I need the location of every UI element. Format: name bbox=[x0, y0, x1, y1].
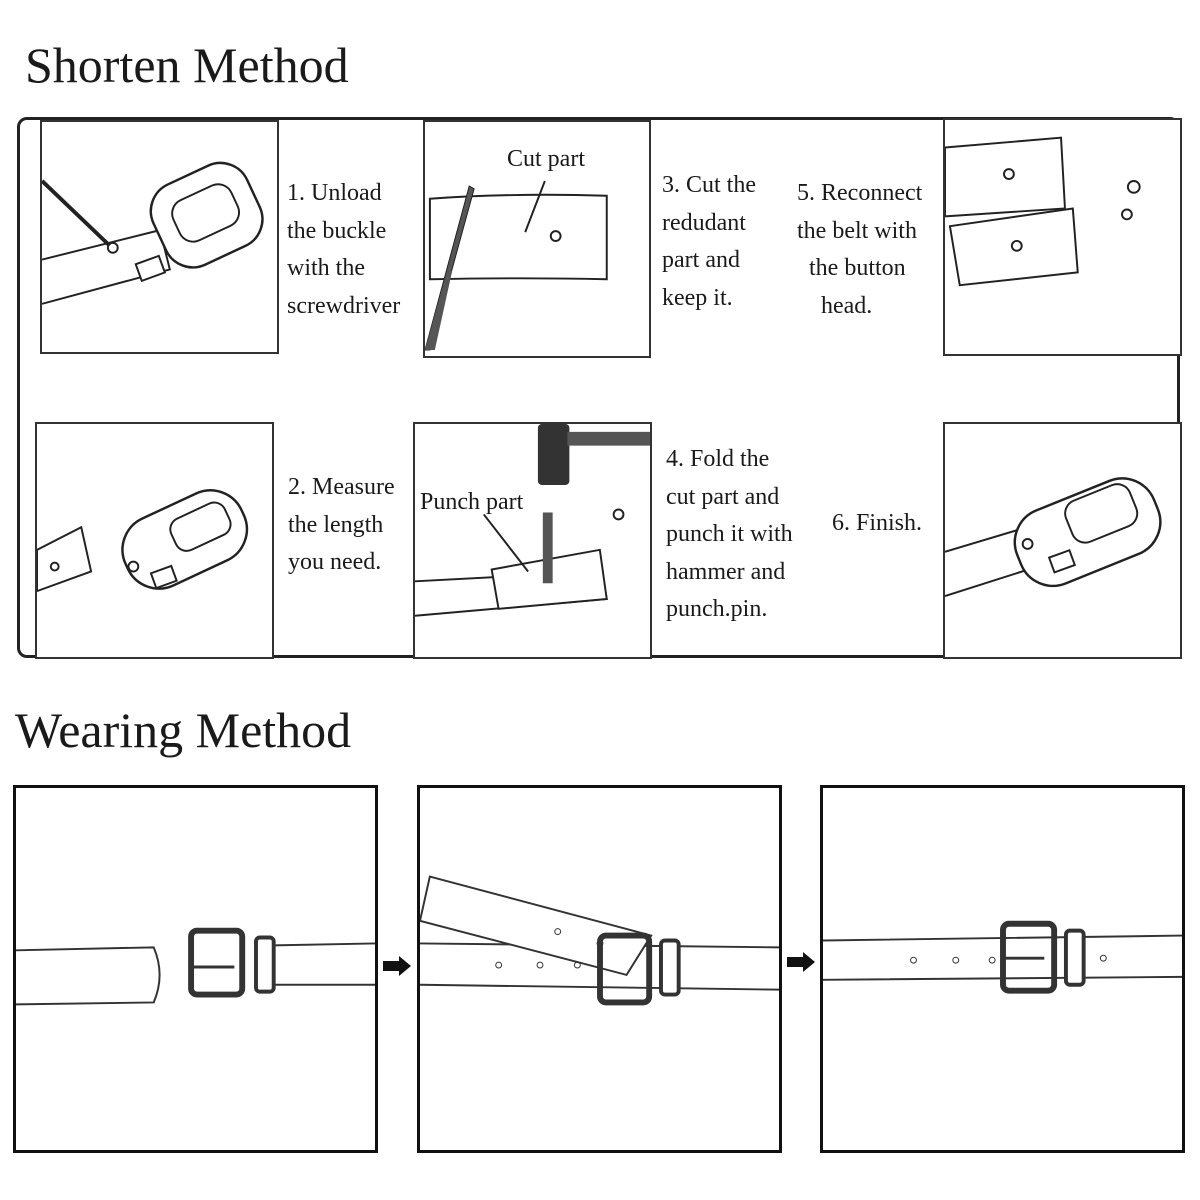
wearing-step2-illustration bbox=[417, 785, 782, 1153]
step5-illustration bbox=[943, 118, 1182, 356]
step1-illustration bbox=[40, 120, 279, 354]
step3-text: 3. Cut the redudant part and keep it. bbox=[662, 172, 756, 311]
step5-text: 5. Reconnect the belt with the button he… bbox=[797, 180, 923, 319]
step3-illustration bbox=[423, 120, 651, 358]
step4-text: 4. Fold the cut part and punch it with h… bbox=[666, 446, 793, 622]
step2-text: 2. Measure the length you need. bbox=[288, 474, 395, 575]
step2-illustration bbox=[35, 422, 274, 659]
wearing-method-title: Wearing Method bbox=[15, 702, 352, 758]
wearing-step3-illustration bbox=[820, 785, 1185, 1153]
punch-part-label: Punch part bbox=[420, 489, 524, 515]
step6-illustration bbox=[943, 422, 1182, 659]
wearing-step1-illustration bbox=[13, 785, 378, 1153]
step1-text: 1. Unload the buckle with the screwdrive… bbox=[287, 180, 401, 319]
cut-part-label: Cut part bbox=[507, 146, 585, 172]
step6-text: 6. Finish. bbox=[832, 510, 923, 536]
shorten-method-title: Shorten Method bbox=[25, 37, 349, 93]
step4-illustration bbox=[413, 422, 652, 659]
